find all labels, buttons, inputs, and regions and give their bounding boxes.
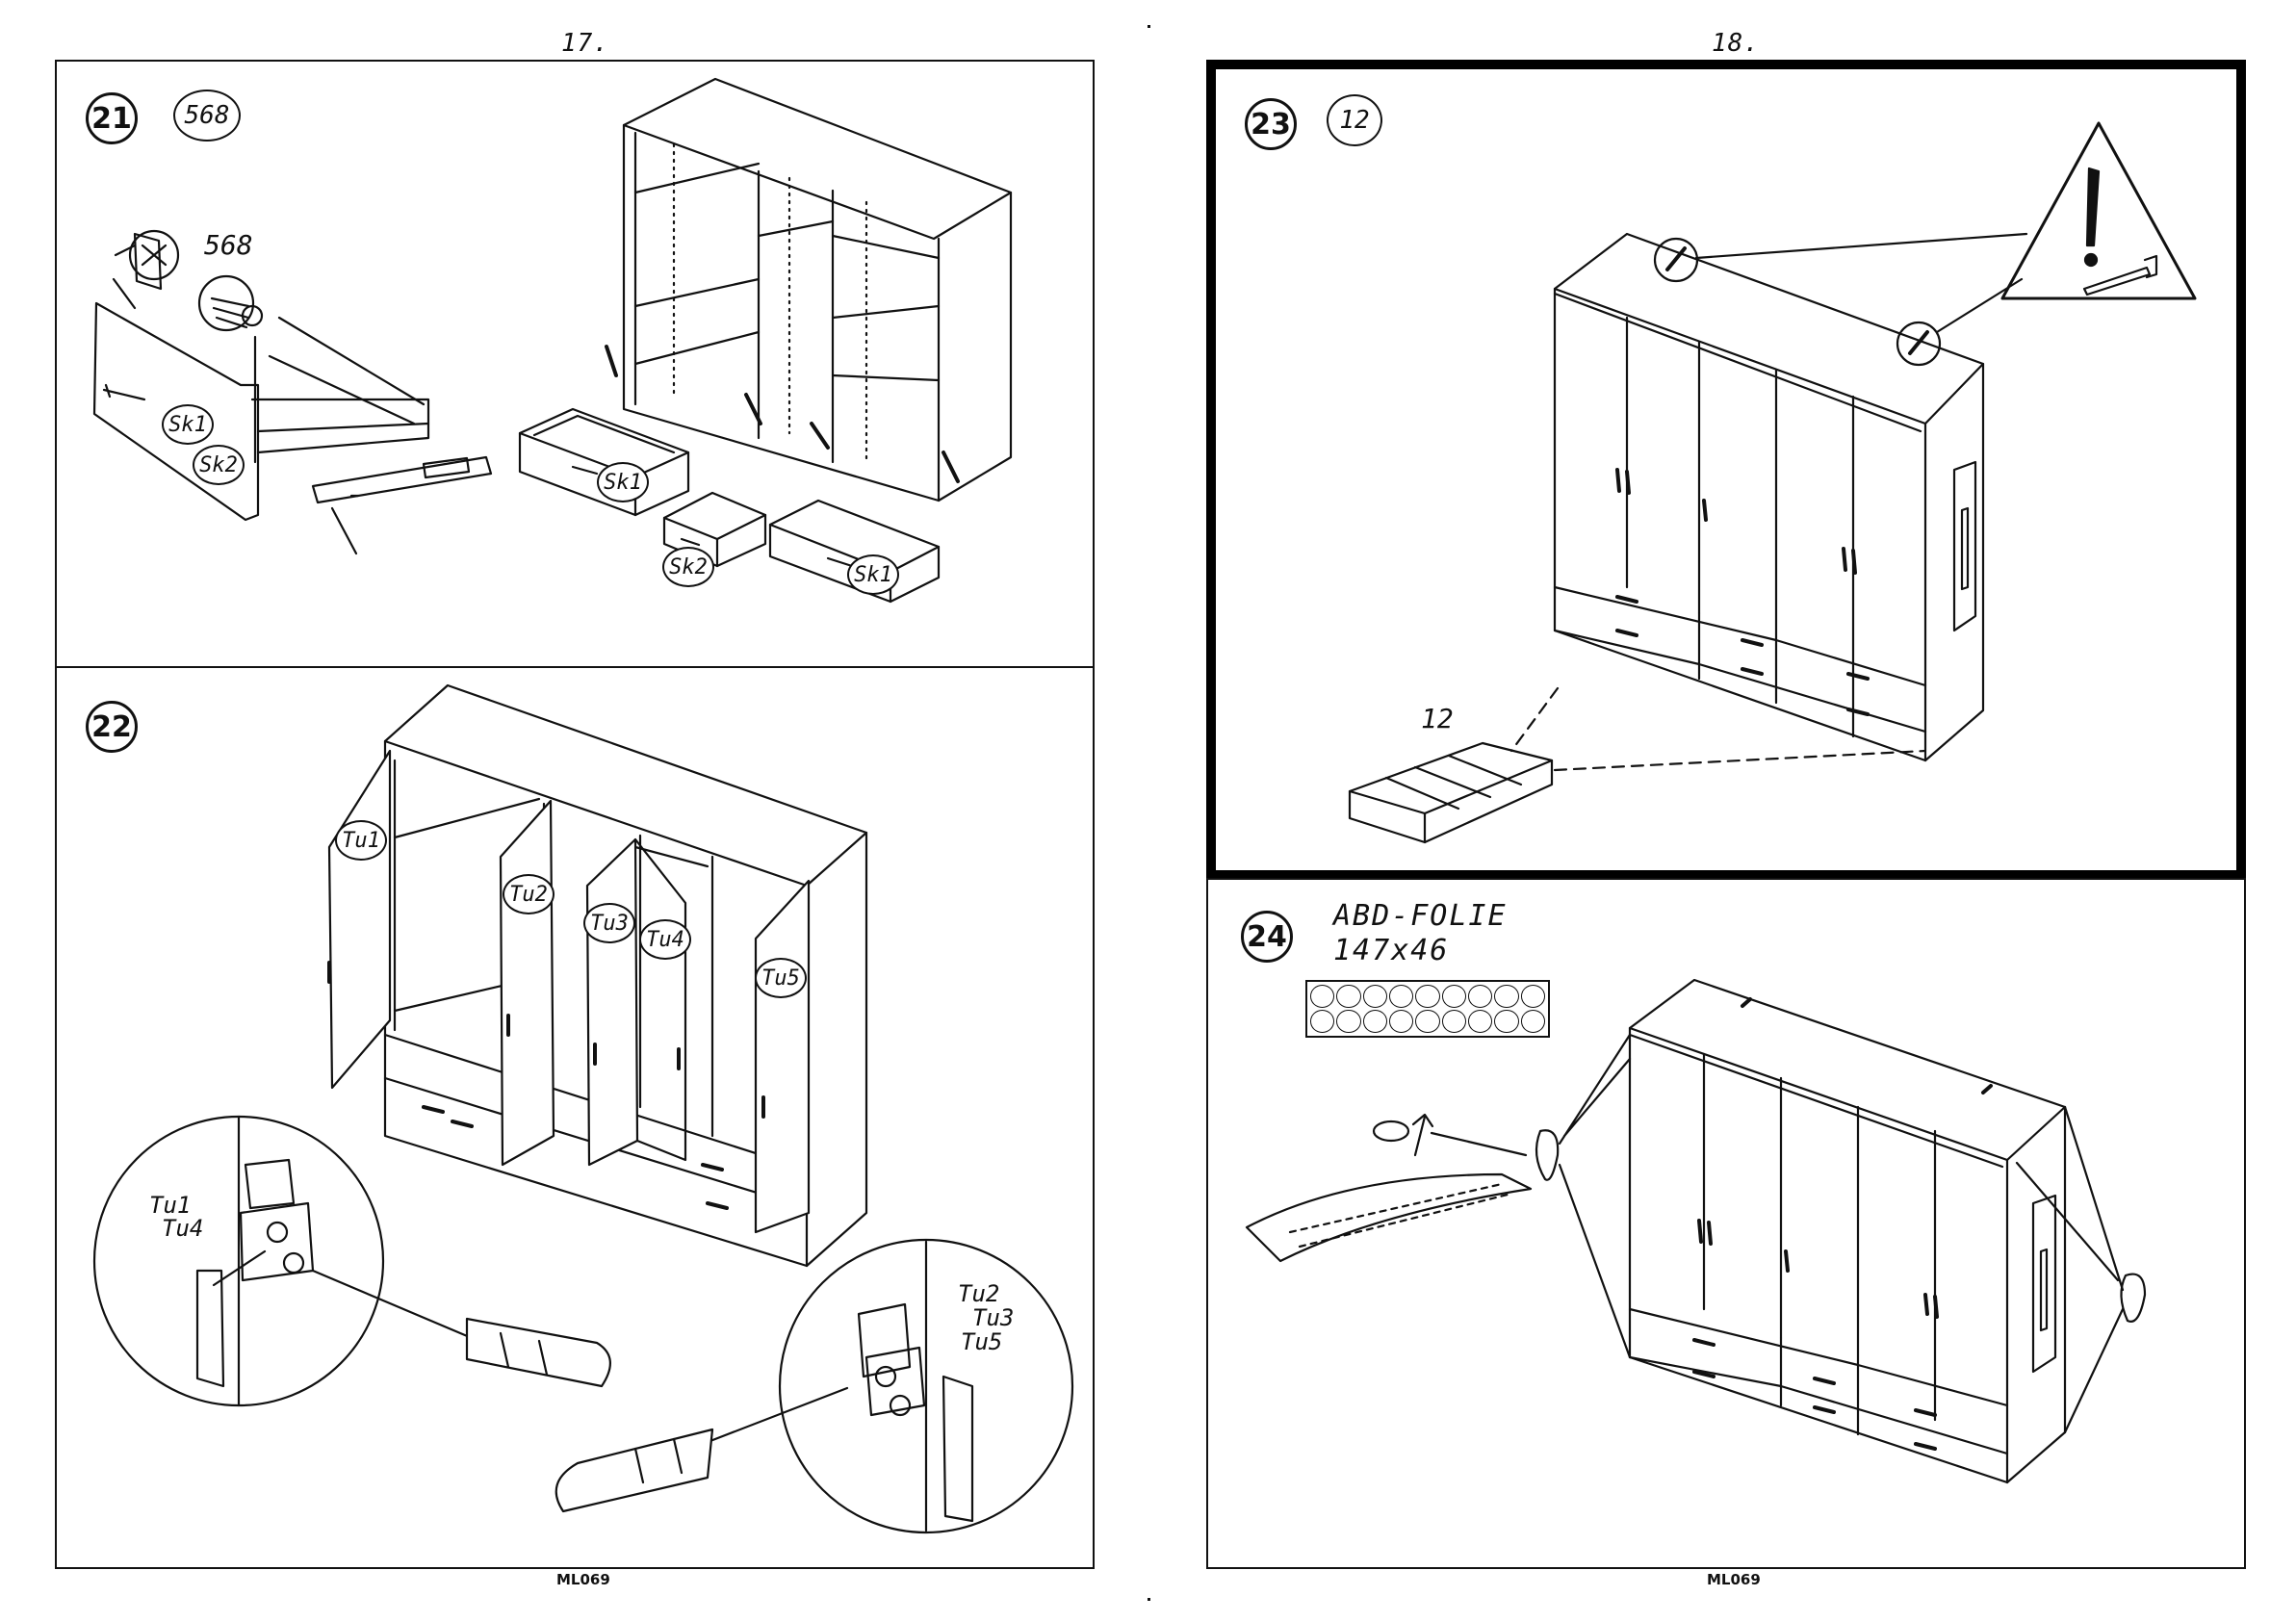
- door-tag-tu5: Tu5: [755, 958, 807, 998]
- hinge-detail-right: [780, 1240, 1072, 1532]
- footer-code-left: ML069: [556, 1571, 610, 1588]
- door-tag-tu2: Tu2: [503, 874, 555, 914]
- wardrobe-closed-step24: [1630, 980, 2065, 1482]
- door-tag-tu3: Tu3: [583, 903, 635, 943]
- drawer-tag-sk2: Sk2: [193, 445, 245, 485]
- foil-sheet: [1247, 1115, 1531, 1261]
- drawer-sk1-a: [520, 409, 688, 515]
- felt-pad-left: [1536, 1035, 1630, 1357]
- step-quantity-21: 568: [173, 90, 241, 142]
- door-tag-tu1: Tu1: [335, 820, 387, 861]
- wardrobe-closed-step23: [1555, 234, 1983, 760]
- wardrobe-frame: [606, 79, 1011, 501]
- felt-pad-sheet: [1305, 980, 1550, 1038]
- foam-pad-label: 12: [1421, 703, 1454, 734]
- step-number-22: 22: [86, 701, 138, 753]
- foil-name: ABD-FOLIE: [1333, 899, 1508, 933]
- drawer-closeup: [94, 245, 491, 554]
- screwdriver-icon: [556, 1388, 847, 1511]
- screwdriver-icon: [313, 1271, 610, 1386]
- hinge-detail-left: [94, 1117, 383, 1405]
- drawer-tag-sk2: Sk2: [662, 547, 714, 587]
- step-number-24: 24: [1241, 911, 1293, 963]
- hinge-label-right-3: Tu5: [961, 1328, 1002, 1355]
- dowel-icon: [199, 276, 262, 330]
- door-tag-tu4: Tu4: [639, 919, 691, 960]
- step-number-23: 23: [1245, 98, 1297, 150]
- screw-part-label: 568: [204, 229, 253, 261]
- drawer-tag-sk1: Sk1: [847, 554, 899, 595]
- step-number-21: 21: [86, 92, 138, 144]
- foil-size: 147x46: [1333, 934, 1449, 967]
- drawer-tag-sk1: Sk1: [162, 404, 214, 445]
- drawer-tag-sk1: Sk1: [597, 462, 649, 502]
- warning-triangle-icon: [2002, 123, 2195, 298]
- footer-code-right: ML069: [1707, 1571, 1761, 1588]
- hinge-label-right-1: Tu2: [958, 1280, 999, 1307]
- hinge-label-left-2: Tu4: [162, 1215, 203, 1242]
- step-quantity-23: 12: [1327, 94, 1382, 146]
- screw-icon: [130, 231, 178, 289]
- hinge-label-right-2: Tu3: [972, 1304, 1014, 1331]
- felt-pad-right: [2017, 1107, 2145, 1432]
